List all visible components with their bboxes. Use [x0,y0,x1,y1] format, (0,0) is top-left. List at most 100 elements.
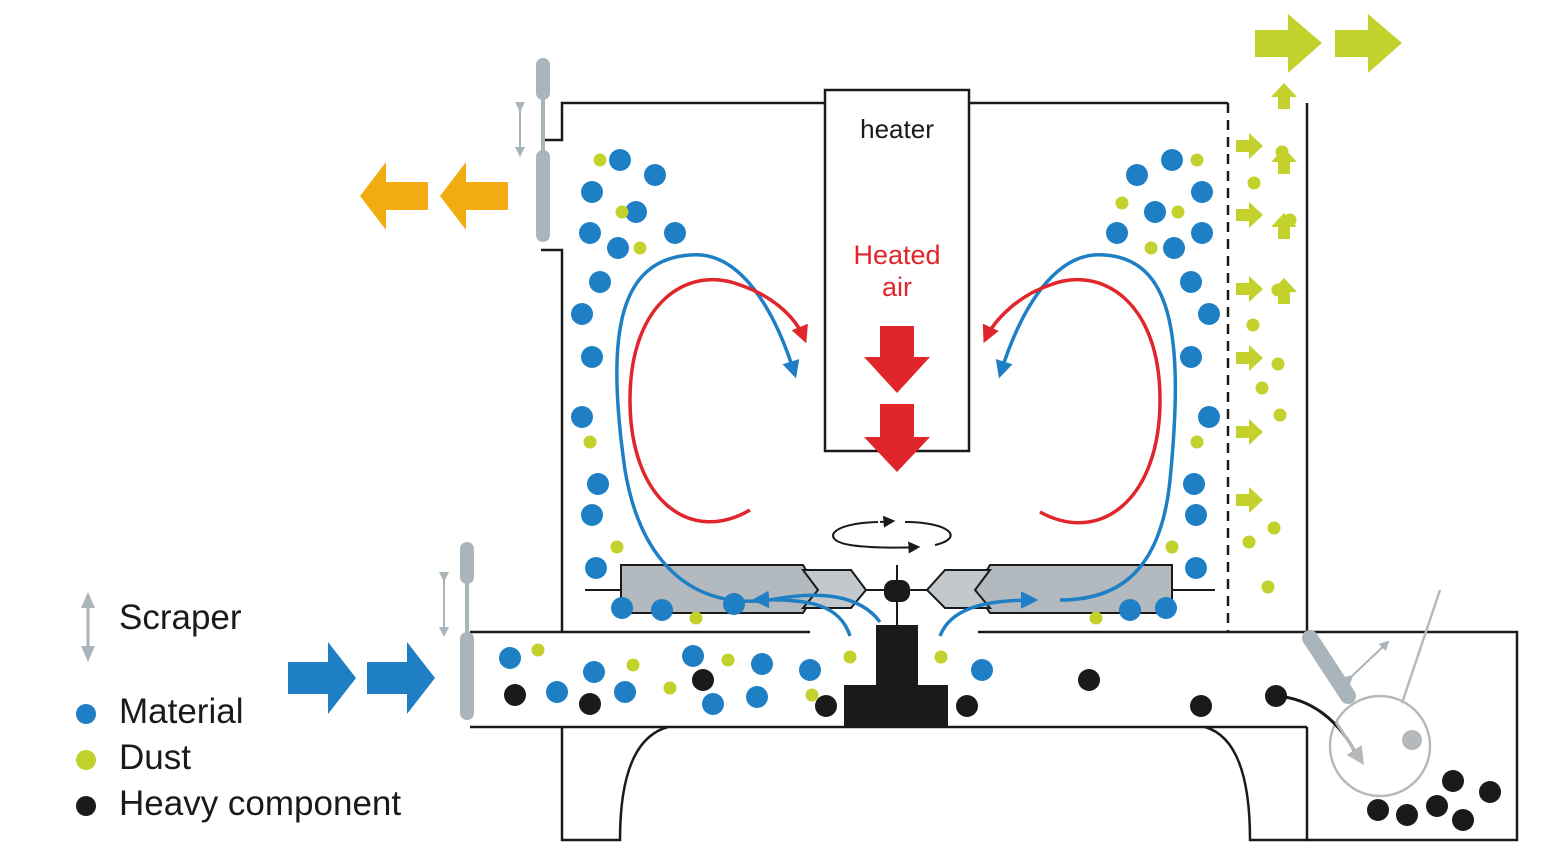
dust-particle [633,241,647,255]
material-particle [651,599,673,621]
dust-up-arrow [1271,148,1297,174]
material-particle [587,473,609,495]
material-particle [546,681,568,703]
heavy-particle [1367,799,1389,821]
scraper-arrow-icon [81,592,95,662]
rotor-hub [884,580,910,602]
chamber-left-wall-upper [541,101,825,142]
material-particle [1155,597,1177,619]
material-particle [1126,164,1148,186]
material-particle [1144,201,1166,223]
heater-box [823,88,971,453]
dust-particle [1115,196,1129,210]
material-particle [579,222,601,244]
material-particle [723,593,745,615]
material-particle [571,303,593,325]
rotor-tip-left [800,569,868,609]
dust-particle [1283,213,1297,227]
dust-particle [626,658,640,672]
material-particle [1185,557,1207,579]
heavy-particle [1265,685,1287,707]
dust-right-arrow [1236,133,1263,159]
material-particle [611,597,633,619]
dust-particle [615,205,629,219]
material-particle [1198,406,1220,428]
scraper-bottom[interactable] [439,542,474,720]
dust-particle [531,643,545,657]
material-particle [1180,346,1202,368]
material-particle [664,222,686,244]
exhaust-arrows [360,162,508,230]
material-particle [682,645,704,667]
material-particle [1191,181,1213,203]
material-particle [585,557,607,579]
material-particle [1163,237,1185,259]
dust-right-arrow [1236,345,1263,371]
base-left [560,725,669,842]
rotor-blade-right [973,564,1173,614]
heavy-particle [579,693,601,715]
material-particle [751,653,773,675]
legend-label-material: Material [119,692,244,731]
material-particle [607,237,629,259]
scraper-top[interactable] [515,58,550,242]
dust-right-arrow [1236,419,1263,445]
material-particle [583,661,605,683]
heated-air-label-1: Heated [853,240,940,270]
material-particle [1183,473,1205,495]
red-flow-right [982,277,1162,525]
blue-inner-left [751,590,852,637]
airflow-left [615,253,882,637]
dust-right-arrow [1236,487,1263,513]
dust-right-arrow [1236,202,1263,228]
rotation-indicator [832,515,952,554]
dust-outlet-arrows [1255,14,1402,73]
airflow-right [938,253,1178,637]
material-particle [1180,271,1202,293]
material-particle [589,271,611,293]
dust-dot-icon [76,750,96,770]
heavy-particle [1078,669,1100,691]
heavy-particle [1190,695,1212,717]
heated-air-label-2: air [882,272,912,302]
dust-particle [1165,540,1179,554]
heavy-particle [1396,804,1418,826]
heated-air-arrow-1 [864,326,930,393]
dust-particle [1144,241,1158,255]
dust-particle [1171,205,1185,219]
material-particle [702,693,724,715]
dust-particle [1255,381,1269,395]
heater-label: heater [860,114,934,144]
scraper-discharge[interactable] [1302,630,1390,704]
dust-particle [583,435,597,449]
channel-top-right [978,630,1519,842]
dust-particle [689,611,703,625]
dust-particle [1190,153,1204,167]
material-particle [1185,504,1207,526]
legend-label-scraper: Scraper [119,598,242,637]
material-particle [581,504,603,526]
material-particle [1161,149,1183,171]
material-particle [644,164,666,186]
dust-particle [1273,408,1287,422]
material-particle [625,201,647,223]
heavy-particle [692,669,714,691]
legend-label-dust: Dust [119,738,191,777]
material-particle [571,406,593,428]
dust-right-arrow [1236,276,1263,302]
blue-flow-right [995,253,1178,602]
dust-particle [1271,357,1285,371]
heavy-particle [815,695,837,717]
material-particle [614,681,636,703]
dust-particle [934,650,948,664]
material-particle [1198,303,1220,325]
red-flow-left [628,277,808,524]
material-particle [971,659,993,681]
blue-flow-left [615,253,882,624]
dust-particle [1271,283,1285,297]
dust-particle [721,653,735,667]
heavy-particle [504,684,526,706]
motor [844,625,948,727]
dust-particle [1275,145,1289,159]
